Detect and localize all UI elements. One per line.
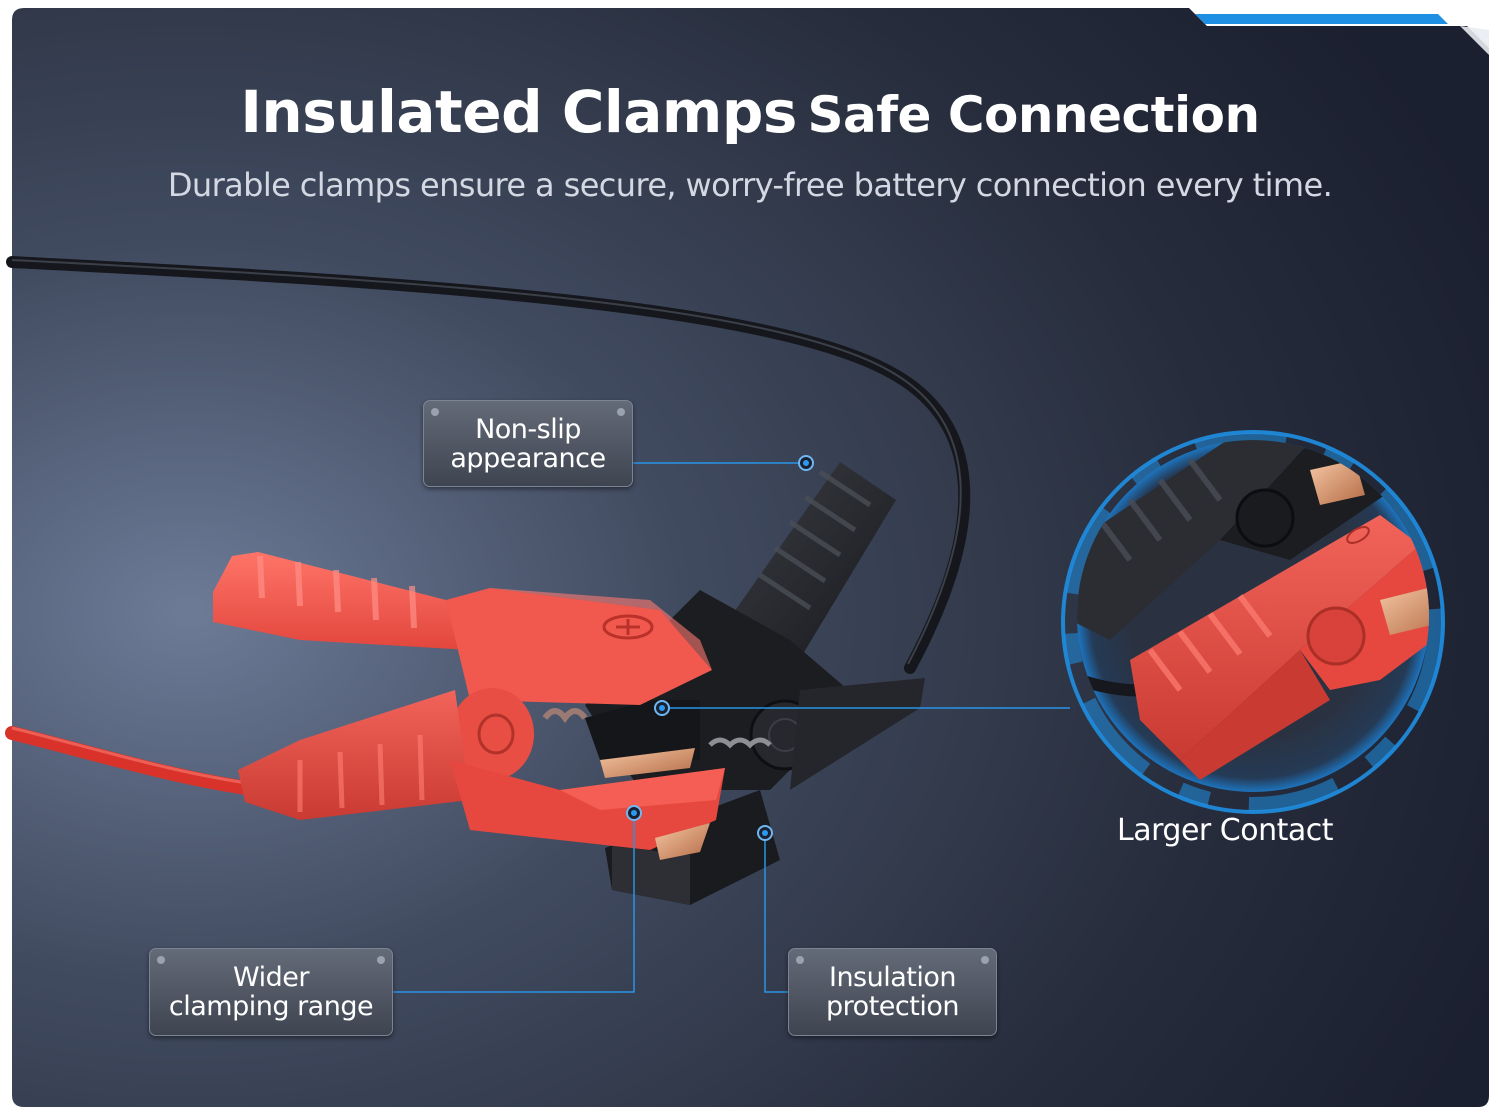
negative-symbol-icon bbox=[1346, 526, 1370, 544]
rivet-icon bbox=[617, 408, 625, 416]
callout-line: Non-slip bbox=[475, 413, 581, 445]
callout-line: Wider bbox=[233, 962, 309, 993]
callout-text: Insulation protection bbox=[826, 963, 959, 1021]
black-cable bbox=[6, 256, 971, 674]
page-subtitle: Durable clamps ensure a secure, worry-fr… bbox=[167, 166, 1333, 204]
callout-wider-clamping: Wider clamping range bbox=[149, 948, 393, 1036]
callout-non-slip: Non-slip appearance bbox=[423, 400, 633, 487]
callout-text: Non-slip appearance bbox=[450, 413, 606, 474]
positive-symbol-icon bbox=[602, 614, 654, 640]
page-title: Insulated Clamps Safe Connection bbox=[0, 78, 1500, 146]
larger-contact-detail bbox=[1061, 430, 1445, 814]
larger-contact-label: Larger Contact bbox=[1117, 813, 1334, 848]
rivet-icon bbox=[377, 956, 385, 964]
title-main: Insulated Clamps bbox=[240, 78, 797, 146]
rivet-icon bbox=[796, 956, 804, 964]
callout-line: clamping range bbox=[168, 991, 374, 1022]
accent-tab bbox=[1195, 14, 1448, 24]
callout-text: Wider clamping range bbox=[168, 962, 374, 1022]
red-cable bbox=[5, 726, 269, 797]
connector-dots bbox=[626, 455, 814, 841]
callout-line: protection bbox=[826, 991, 959, 1022]
title-secondary: Safe Connection bbox=[807, 86, 1261, 144]
callout-connectors bbox=[392, 462, 1070, 993]
callout-insulation: Insulation protection bbox=[788, 948, 997, 1036]
red-clamp bbox=[213, 552, 725, 860]
callout-line: Insulation bbox=[828, 962, 957, 993]
callout-line: appearance bbox=[450, 442, 606, 474]
rivet-icon bbox=[431, 408, 439, 416]
rivet-icon bbox=[981, 956, 989, 964]
rivet-icon bbox=[157, 956, 165, 964]
